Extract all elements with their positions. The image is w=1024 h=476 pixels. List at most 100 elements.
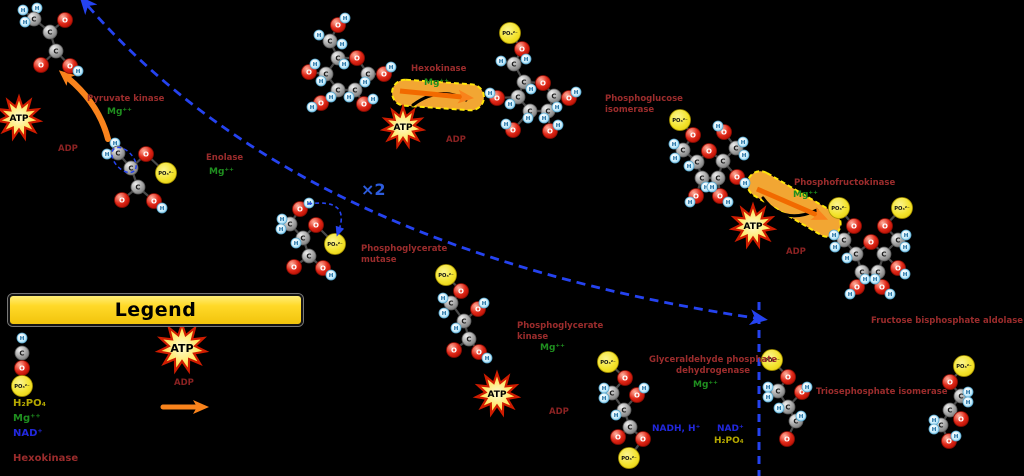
h-atom: [17, 4, 29, 16]
o-atom: [780, 369, 796, 385]
h-atom-symbol: H: [833, 245, 838, 251]
h-atom-symbol: H: [614, 413, 619, 419]
h-atom: [306, 101, 318, 113]
o-atom-symbol: O: [868, 239, 874, 247]
atp-hexokinase-label: ATP: [393, 123, 412, 133]
o-atom-symbol: O: [634, 392, 640, 400]
h-atom: [522, 112, 534, 124]
po3-group: [891, 197, 913, 219]
c-atom-symbol: C: [352, 87, 357, 95]
h-atom: [737, 136, 749, 148]
o-atom-symbol: O: [320, 265, 326, 273]
h-atom: [367, 93, 379, 105]
c-atom-symbol: C: [466, 336, 471, 344]
o-atom-symbol: O: [879, 284, 885, 292]
c-atom-symbol: C: [947, 407, 952, 415]
h-atom: [884, 288, 896, 300]
h-atom-symbol: H: [799, 414, 804, 420]
c-atom: [942, 402, 958, 418]
c-atom: [461, 331, 477, 347]
o-atom: [114, 192, 130, 208]
h-atom: [683, 160, 695, 172]
h-atom-symbol: H: [482, 301, 487, 307]
h-atom-symbol: H: [454, 326, 459, 332]
o-atom-symbol: O: [706, 148, 712, 156]
h-atom-symbol: H: [504, 122, 509, 128]
c-atom-symbol: C: [511, 61, 516, 69]
h-atom: [538, 112, 550, 124]
po3-group-symbol: PO₃²⁻: [764, 358, 780, 364]
c-atom-symbol: C: [875, 269, 880, 277]
o-atom: [779, 431, 795, 447]
h-atom: [325, 91, 337, 103]
h-atom: [668, 138, 680, 150]
o-atom-symbol: O: [854, 284, 860, 292]
h-atom-symbol: H: [932, 418, 937, 424]
c-atom: [110, 145, 126, 161]
c-atom-symbol: C: [881, 251, 886, 259]
h-atom: [359, 76, 371, 88]
h-atom: [712, 120, 724, 132]
h-atom-symbol: H: [848, 292, 853, 298]
h-atom-symbol: H: [317, 33, 322, 39]
h-atom-symbol: H: [743, 181, 748, 187]
h-atom: [385, 61, 397, 73]
h-atom: [500, 118, 512, 130]
c-atom-symbol: C: [128, 165, 133, 173]
c-atom-symbol: C: [53, 48, 58, 56]
o-atom-symbol: O: [306, 69, 312, 77]
h-atom-symbol: H: [602, 396, 607, 402]
h-atom-symbol: H: [873, 277, 878, 283]
c-atom-symbol: C: [859, 269, 864, 277]
o-atom: [446, 342, 462, 358]
h-atom: [570, 86, 582, 98]
h-atom-symbol: H: [441, 296, 446, 302]
c-atom-symbol: C: [306, 253, 311, 261]
o-atom: [877, 218, 893, 234]
o-atom-symbol: O: [458, 288, 464, 296]
h-atom-symbol: H: [347, 95, 352, 101]
h-atom: [315, 75, 327, 87]
h-atom-symbol: H: [363, 80, 368, 86]
h-atom-symbol: H: [642, 386, 647, 392]
h-atom: [478, 297, 490, 309]
h-atom-symbol: H: [529, 87, 534, 93]
o-atom-symbol: O: [734, 174, 740, 182]
o-atom-symbol: O: [946, 438, 952, 446]
o-atom-symbol: O: [143, 151, 149, 159]
o-atom: [863, 234, 879, 250]
o-atom-symbol: O: [354, 55, 360, 63]
h-atom-symbol: H: [508, 102, 513, 108]
po3-group-symbol: PO₃²⁻: [158, 171, 174, 177]
h-atom-symbol: H: [805, 385, 810, 391]
c-atom-symbol: C: [715, 175, 720, 183]
h-atom-symbol: H: [687, 164, 692, 170]
c-atom-symbol: C: [521, 79, 526, 87]
o-atom-symbol: O: [882, 223, 888, 231]
o-atom-symbol: O: [895, 265, 901, 273]
h-atom-symbol: H: [442, 311, 447, 317]
h-atom-symbol: H: [343, 16, 348, 22]
o-atom-symbol: O: [451, 347, 457, 355]
o-atom: [286, 259, 302, 275]
legend-c-atom-symbol: C: [19, 350, 24, 358]
o-atom-symbol: O: [67, 63, 73, 71]
h-atom-symbol: H: [21, 8, 26, 14]
c-atom-symbol: C: [545, 108, 550, 116]
h-atom: [739, 177, 751, 189]
h-atom-symbol: H: [966, 400, 971, 406]
legend-h-atom-symbol: H: [20, 336, 25, 342]
c-atom-symbol: C: [938, 422, 943, 430]
h-atom-symbol: H: [294, 241, 299, 247]
h-atom: [438, 307, 450, 319]
o-atom: [701, 143, 717, 159]
h-atom-symbol: H: [35, 6, 40, 12]
c-atom: [836, 232, 852, 248]
legend-title: Legend: [114, 299, 197, 321]
h-atom-symbol: H: [76, 69, 81, 75]
c-atom: [510, 89, 526, 105]
h-atom-symbol: H: [371, 97, 376, 103]
h-atom-symbol: H: [340, 42, 345, 48]
